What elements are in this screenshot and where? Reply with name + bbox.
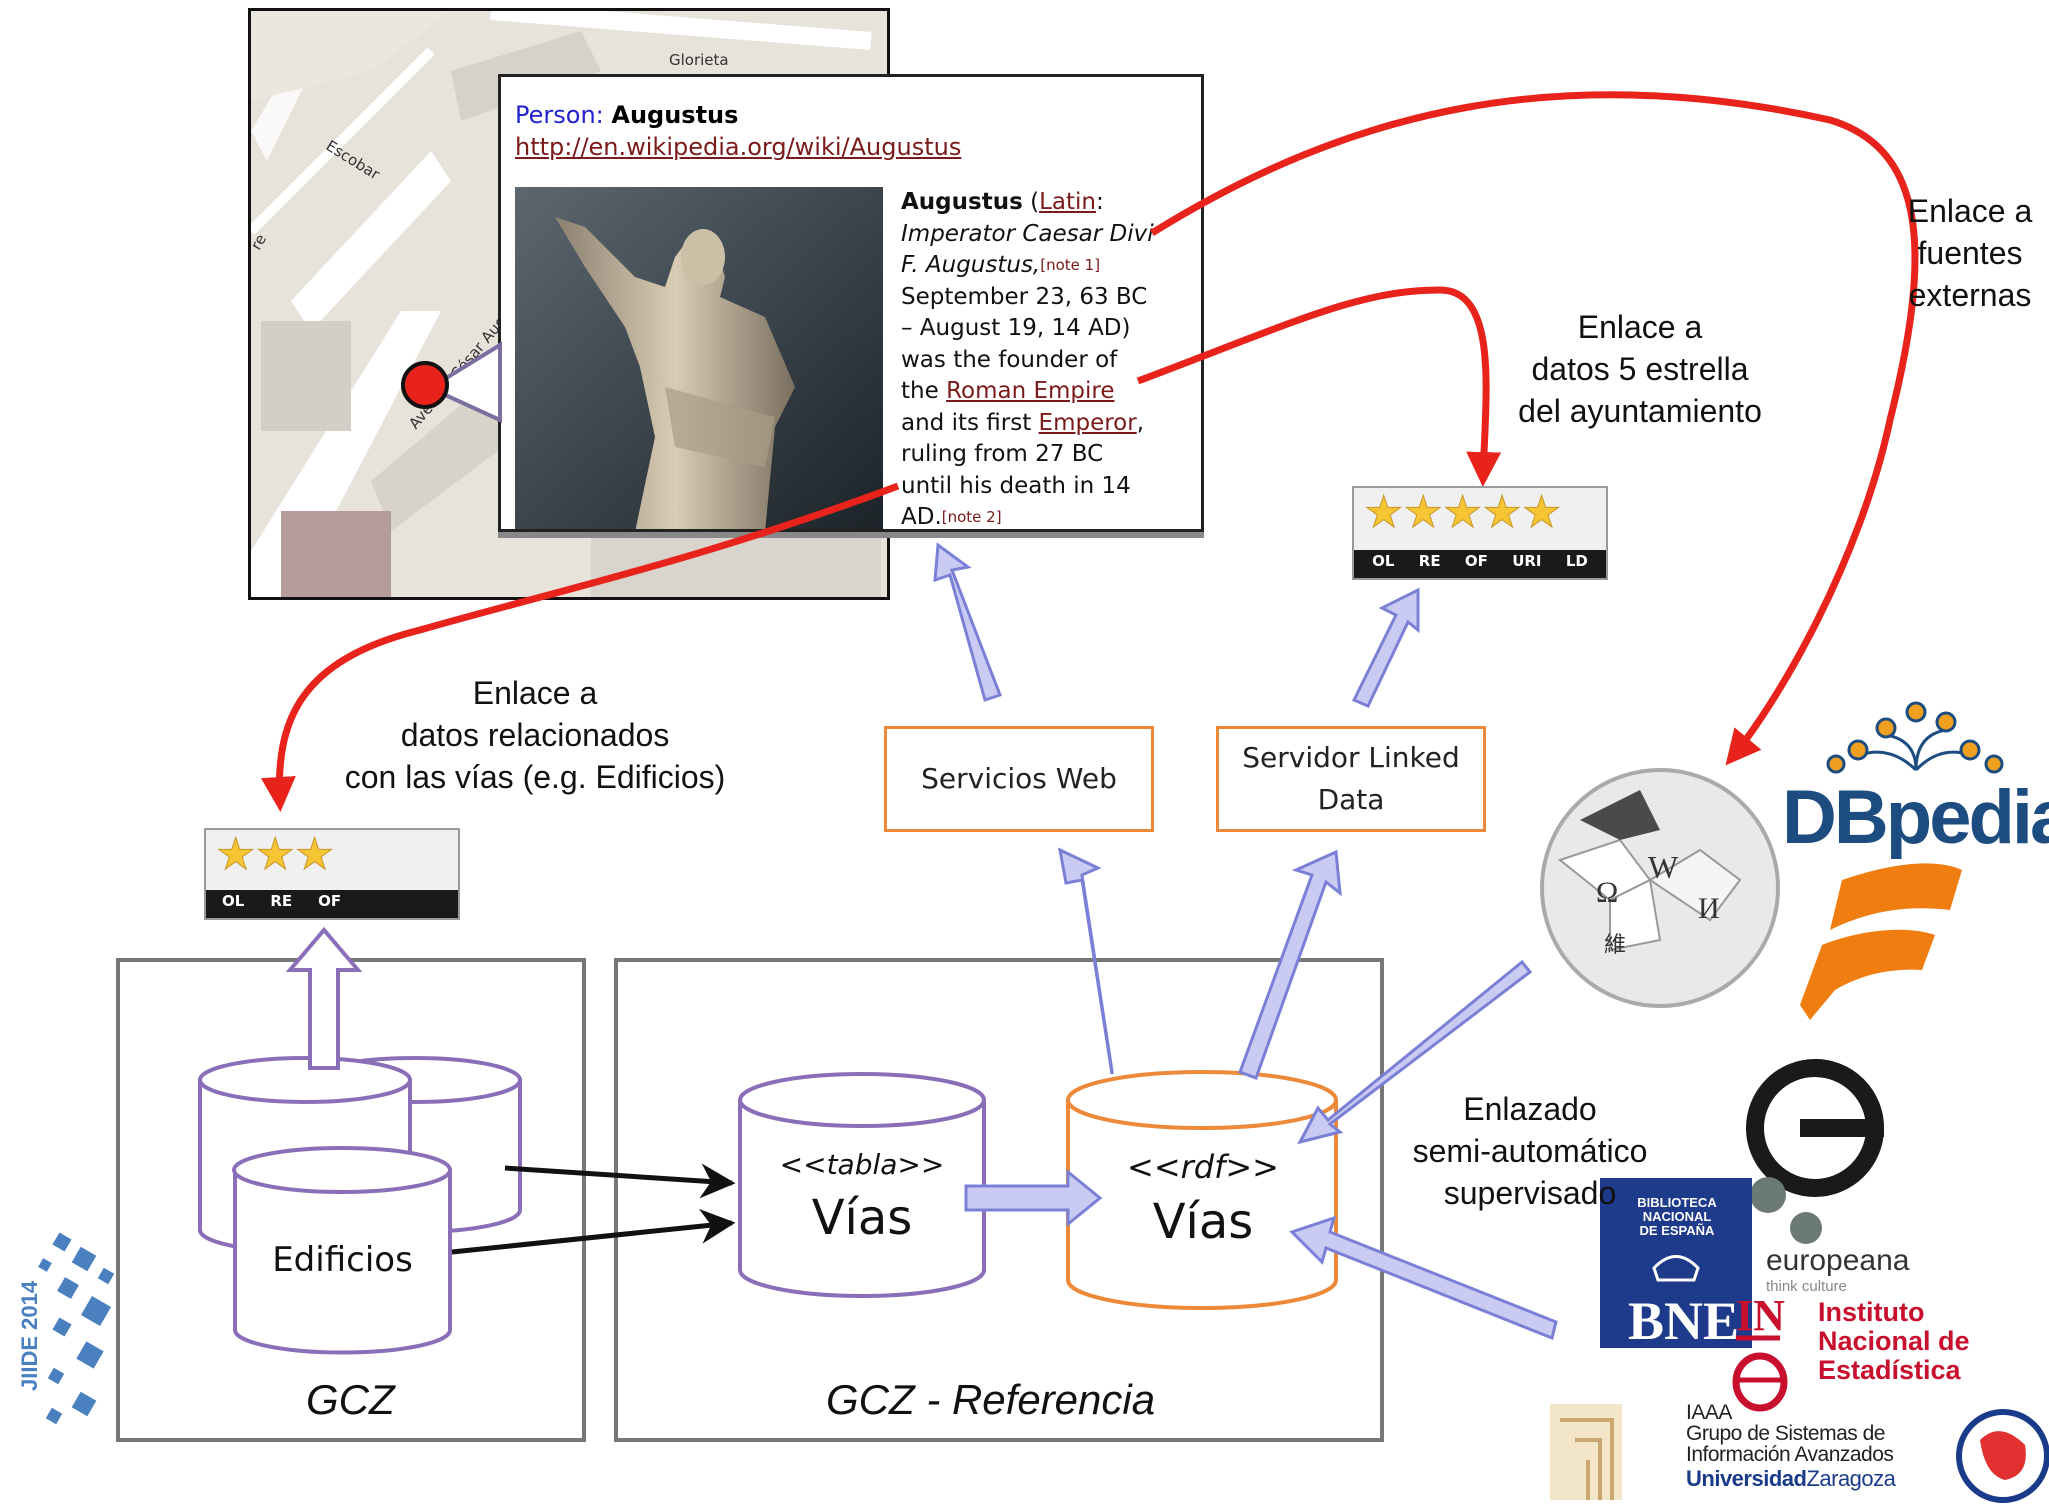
latin-name-line: F. Augustus, xyxy=(901,252,1041,278)
tabla-stereotype: <<tabla>> xyxy=(779,1148,945,1181)
popup-article-text: Augustus (Latin: Imperator Caesar Divi F… xyxy=(901,187,1193,530)
bne-mark: BNE xyxy=(1628,1291,1740,1351)
arrow-edificios-to-badge xyxy=(285,926,363,1070)
gcz-panel-label: GCZ xyxy=(306,1376,395,1423)
ine-mark-icon xyxy=(1732,1335,1788,1412)
wikipedia-popup: Person: Augustus http://en.wikipedia.org… xyxy=(498,74,1204,532)
arrow-rdf-to-servicios-web xyxy=(1058,847,1114,1075)
geoslab-logo-icon xyxy=(1956,1409,2049,1503)
augustus-statue-image xyxy=(515,187,883,529)
dbpedia-tree-icon xyxy=(1826,701,2004,774)
article-line: AD. xyxy=(901,504,942,530)
dbpedia-logo-text: DBpedia xyxy=(1782,775,2049,860)
red-link-5-star-data xyxy=(1136,286,1502,487)
servicios-web-label: Servicios Web xyxy=(921,762,1117,795)
article-line: September 23, 63 BC xyxy=(901,283,1148,310)
arrow-edificios-to-tabla xyxy=(504,1163,736,1199)
europeana-e-icon xyxy=(1746,1059,1885,1244)
red-link-external-sources xyxy=(1150,91,1919,766)
svg-text:Ω: Ω xyxy=(1596,876,1618,909)
five-star-row: ★★★★★ xyxy=(1354,488,1606,550)
gcz-referencia-panel xyxy=(614,958,1384,1442)
note-link[interactable]: [note 2] xyxy=(941,508,1002,526)
popup-url-link[interactable]: http://en.wikipedia.org/wiki/Augustus xyxy=(515,133,962,161)
linked-data-label: Data xyxy=(1317,783,1385,816)
map-street-label: Glorieta xyxy=(669,51,729,69)
arrow-linked-data-to-badge xyxy=(1351,587,1420,708)
servidor-linked-data-box[interactable]: Servidor Linked Data xyxy=(1216,726,1486,832)
europeana-tagline: think culture xyxy=(1766,1278,1847,1295)
arrow-tabla-to-rdf xyxy=(964,1168,1103,1228)
note-link[interactable]: [note 1] xyxy=(1040,256,1101,274)
orange-f-logo-icon xyxy=(1800,863,1962,1020)
arrow-servicios-to-popup xyxy=(933,542,1002,702)
latin-name-line: Imperator Caesar Divi xyxy=(901,220,1154,247)
article-line: until his death in 14 xyxy=(901,472,1131,499)
europeana-logo-text: europeana xyxy=(1766,1244,1910,1277)
arrow-sources-to-rdf xyxy=(1289,1215,1558,1341)
rdf-vias-label: Vías xyxy=(1152,1194,1254,1250)
crown-icon xyxy=(1652,1255,1700,1282)
bne-logo-box xyxy=(1600,1178,1752,1348)
arrow-rdf-to-linked-data xyxy=(1238,849,1342,1080)
article-line: was the founder of xyxy=(901,346,1118,373)
ine-mark-text: IN xyxy=(1736,1291,1785,1340)
roman-empire-link[interactable]: Roman Empire xyxy=(946,378,1115,404)
map-pin-icon[interactable] xyxy=(401,361,449,409)
article-line: – August 19, 14 AD) xyxy=(901,315,1131,341)
tabla-vias-cylinder xyxy=(738,1072,986,1298)
arrow-wikipedia-to-rdf xyxy=(1297,959,1533,1145)
svg-text:И: И xyxy=(1698,892,1720,925)
svg-text:W: W xyxy=(1648,849,1679,885)
article-line: and its first xyxy=(901,409,1039,436)
wikipedia-globe-icon: W Ω И 維 xyxy=(1540,768,1780,1008)
latin-link[interactable]: Latin xyxy=(1039,189,1096,215)
red-link-related-data xyxy=(260,482,900,812)
gcz-referencia-panel-label: GCZ - Referencia xyxy=(826,1376,1156,1423)
rdf-vias-cylinder xyxy=(1066,1070,1338,1310)
popup-type-label: Person: xyxy=(515,101,604,129)
emperor-link[interactable]: Emperor xyxy=(1038,409,1137,436)
popup-name: Augustus xyxy=(611,101,739,129)
article-line: the xyxy=(901,378,947,404)
linked-data-label: Servidor Linked xyxy=(1242,741,1460,774)
iaaa-io3-logo-icon xyxy=(1550,1404,1622,1500)
map-callout xyxy=(425,341,502,424)
edificios-cylinder-stack xyxy=(198,1056,522,1355)
tabla-vias-label: Vías xyxy=(811,1190,913,1246)
jiide-logo-icon xyxy=(38,1232,115,1425)
three-star-row: ★★★ xyxy=(206,830,458,890)
servicios-web-box[interactable]: Servicios Web xyxy=(884,726,1154,832)
jiide-logo-text: JIIDE 2014 xyxy=(17,1280,42,1391)
article-line: ruling from 27 BC xyxy=(901,441,1104,467)
rdf-stereotype: <<rdf>> xyxy=(1127,1148,1279,1186)
edificios-label: Edificios xyxy=(272,1240,413,1280)
arrow-edificios-to-tabla xyxy=(451,1208,736,1255)
article-title: Augustus xyxy=(901,189,1023,215)
svg-text:維: 維 xyxy=(1604,933,1626,958)
popup-header: Person: Augustus http://en.wikipedia.org… xyxy=(515,99,961,163)
